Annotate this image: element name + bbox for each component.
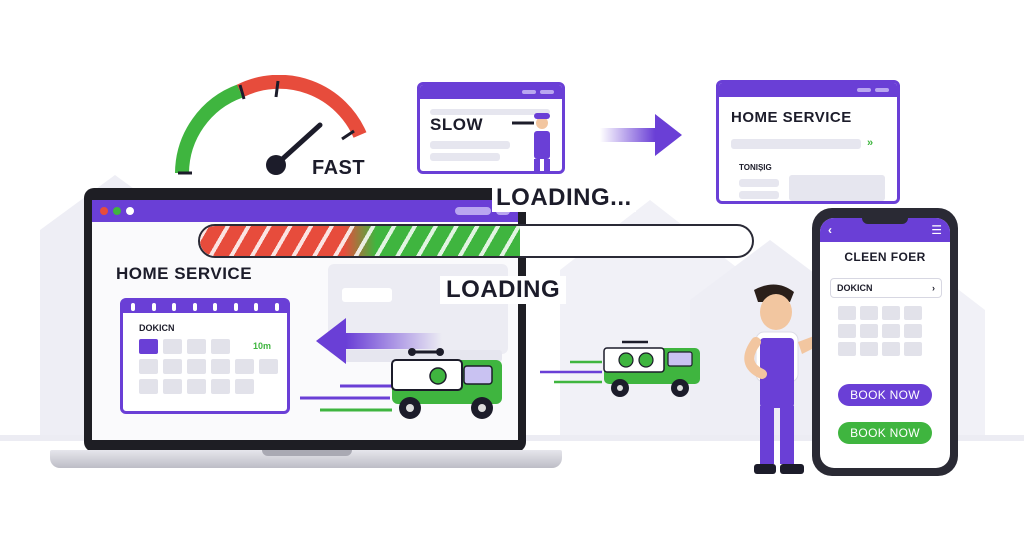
- calendar-day[interactable]: [211, 339, 230, 354]
- calendar-day[interactable]: [860, 342, 878, 356]
- delivery-van-icon: [300, 348, 502, 419]
- home-card-header: [719, 83, 897, 97]
- calendar-day[interactable]: [211, 379, 230, 394]
- calendar-day-selected[interactable]: [139, 339, 158, 354]
- calendar-icon: [123, 301, 287, 313]
- loading-progress-bar: [198, 224, 754, 258]
- arrow-left-icon: [316, 318, 442, 364]
- calendar-day[interactable]: [838, 324, 856, 338]
- calendar-day[interactable]: [187, 339, 206, 354]
- home-card-field-label: TONIȘIG: [739, 163, 772, 172]
- speedometer-icon: [175, 75, 367, 175]
- progress-fill: [200, 226, 521, 256]
- calendar-grid: [139, 339, 278, 394]
- arrow-right-icon: [600, 114, 682, 156]
- phone-screen: ‹ ☰ CLEEN FOER DOKICN › BOOK NOW BOOK NO…: [820, 218, 950, 468]
- book-now-button-primary[interactable]: BOOK NOW: [838, 384, 932, 406]
- calendar-day[interactable]: [838, 342, 856, 356]
- calendar-day[interactable]: [163, 379, 182, 394]
- calendar-label: DOKICN: [139, 323, 175, 333]
- book-now-button-secondary[interactable]: BOOK NOW: [838, 422, 932, 444]
- calendar-day[interactable]: [211, 359, 230, 374]
- calendar-day[interactable]: [187, 359, 206, 374]
- worker-figure: [744, 284, 834, 474]
- calendar-day[interactable]: [235, 379, 254, 394]
- calendar-day[interactable]: [904, 342, 922, 356]
- calendar-day[interactable]: [904, 324, 922, 338]
- hamburger-menu-icon[interactable]: ☰: [931, 223, 942, 237]
- calendar-day[interactable]: [163, 359, 182, 374]
- slow-card: SLOW: [417, 82, 565, 174]
- home-service-card: HOME SERVICE » TONIȘIG: [716, 80, 900, 204]
- calendar-day[interactable]: [882, 306, 900, 320]
- double-arrow-icon: »: [867, 137, 874, 149]
- chevron-right-icon: ›: [932, 283, 935, 293]
- phone-field[interactable]: DOKICN ›: [830, 278, 942, 298]
- home-card-title: HOME SERVICE: [731, 109, 852, 126]
- laptop-title: HOME SERVICE: [116, 264, 253, 283]
- calendar-day[interactable]: [904, 306, 922, 320]
- calendar-day[interactable]: [882, 324, 900, 338]
- calendar-day[interactable]: [860, 324, 878, 338]
- gauge-label: FAST: [312, 157, 366, 179]
- phone: ‹ ☰ CLEEN FOER DOKICN › BOOK NOW BOOK NO…: [812, 208, 958, 476]
- phone-title: CLEEN FOER: [844, 250, 926, 264]
- calendar-day[interactable]: [139, 359, 158, 374]
- calendar-widget: DOKICN 10m: [120, 298, 290, 414]
- loading-label-bottom: LOADING: [440, 276, 567, 304]
- chevron-left-icon[interactable]: ‹: [828, 223, 832, 237]
- calendar-day[interactable]: [139, 379, 158, 394]
- calendar-day[interactable]: [163, 339, 182, 354]
- calendar-day[interactable]: [882, 342, 900, 356]
- calendar-day[interactable]: [838, 306, 856, 320]
- phone-calendar-grid: [838, 306, 922, 356]
- calendar-day[interactable]: [235, 359, 254, 374]
- calendar-time: 10m: [253, 341, 272, 351]
- slow-label: SLOW: [430, 115, 483, 134]
- laptop-base: [50, 450, 562, 468]
- browser-toolbar: [92, 200, 518, 222]
- calendar-day[interactable]: [860, 306, 878, 320]
- calendar-day[interactable]: [259, 359, 278, 374]
- delivery-van-icon: [540, 340, 700, 397]
- worker-figure: [512, 113, 550, 171]
- slow-card-header: [420, 85, 562, 99]
- loading-label-top: LOADING...: [492, 184, 636, 212]
- calendar-day[interactable]: [187, 379, 206, 394]
- phone-field-label: DOKICN: [837, 283, 873, 293]
